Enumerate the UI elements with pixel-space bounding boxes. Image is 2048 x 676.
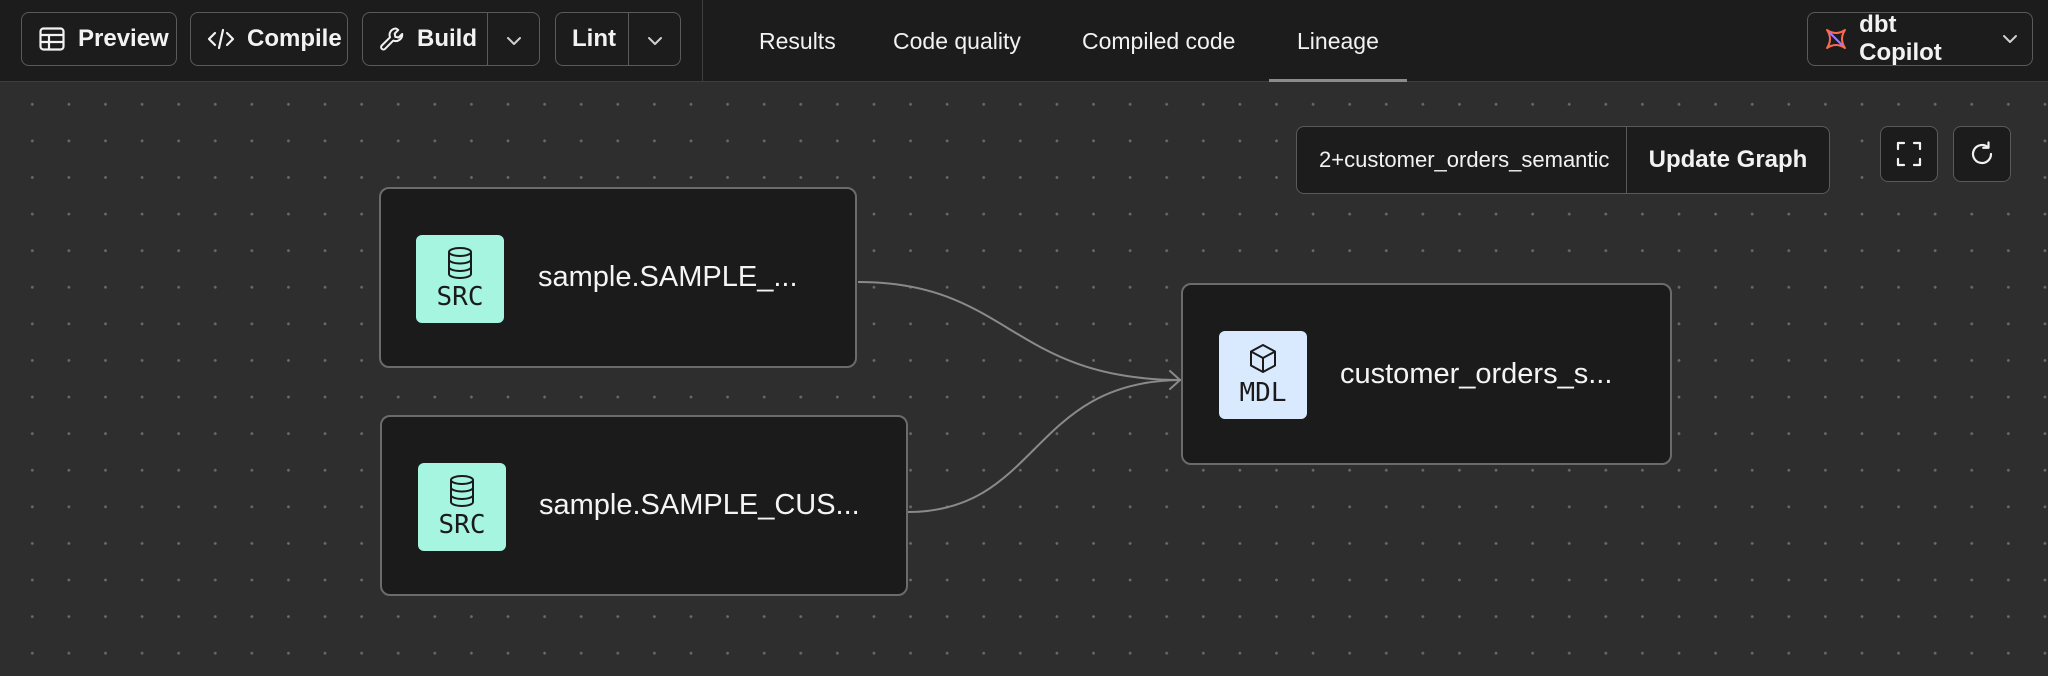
lineage-node-source[interactable]: SRC sample.SAMPLE_CUS... bbox=[380, 415, 908, 596]
build-button[interactable]: Build bbox=[363, 13, 487, 65]
tab-compiled-code[interactable]: Compiled code bbox=[1082, 27, 1236, 54]
fullscreen-icon bbox=[1896, 141, 1922, 167]
compile-button[interactable]: Compile bbox=[190, 12, 348, 66]
fullscreen-button[interactable] bbox=[1880, 126, 1938, 182]
tab-results[interactable]: Results bbox=[759, 27, 836, 54]
lint-button-group: Lint bbox=[555, 12, 681, 66]
dbt-logo-icon bbox=[1822, 25, 1849, 53]
badge-label: MDL bbox=[1239, 378, 1287, 408]
badge-label: SRC bbox=[436, 282, 484, 312]
node-label: sample.SAMPLE_... bbox=[538, 261, 798, 293]
build-dropdown-toggle[interactable] bbox=[487, 13, 540, 65]
graph-selector: 2+customer_orders_semantic Update Graph bbox=[1296, 126, 1830, 194]
wrench-icon bbox=[379, 25, 405, 53]
table-icon bbox=[38, 25, 66, 53]
graph-selector-input[interactable]: 2+customer_orders_semantic bbox=[1297, 127, 1627, 193]
node-label: customer_orders_s... bbox=[1340, 357, 1613, 390]
lint-button[interactable]: Lint bbox=[556, 13, 628, 65]
top-toolbar: Preview Compile Build Lint bbox=[0, 0, 2048, 82]
preview-button[interactable]: Preview bbox=[21, 12, 177, 66]
lineage-node-model[interactable]: MDL customer_orders_s... bbox=[1181, 283, 1672, 465]
tab-lineage[interactable]: Lineage bbox=[1269, 0, 1407, 82]
update-graph-button[interactable]: Update Graph bbox=[1648, 146, 1808, 173]
chevron-down-icon bbox=[506, 25, 522, 53]
lineage-edge bbox=[907, 379, 1183, 513]
chevron-down-icon bbox=[2002, 34, 2018, 44]
lineage-edges bbox=[857, 281, 1183, 513]
edge-arrowhead bbox=[1169, 370, 1181, 390]
dbt-copilot-label: dbt Copilot bbox=[1859, 11, 1942, 66]
lint-label: Lint bbox=[572, 25, 616, 52]
tab-code-quality[interactable]: Code quality bbox=[893, 27, 1021, 54]
lint-dropdown-toggle[interactable] bbox=[628, 13, 681, 65]
lineage-edge bbox=[857, 281, 1183, 381]
source-badge: SRC bbox=[418, 463, 506, 551]
node-label: sample.SAMPLE_CUS... bbox=[539, 489, 860, 521]
model-badge: MDL bbox=[1219, 331, 1307, 419]
cube-icon bbox=[1250, 344, 1276, 373]
chevron-down-icon bbox=[647, 25, 663, 53]
refresh-icon bbox=[1969, 141, 1995, 167]
toolbar-divider bbox=[702, 0, 703, 82]
preview-label: Preview bbox=[78, 25, 169, 52]
build-label: Build bbox=[417, 25, 477, 52]
database-icon bbox=[448, 247, 472, 279]
dbt-copilot-button[interactable]: dbt Copilot bbox=[1807, 11, 2033, 66]
badge-label: SRC bbox=[438, 510, 486, 540]
compile-label: Compile bbox=[247, 25, 342, 52]
database-icon bbox=[450, 475, 474, 507]
lineage-node-source[interactable]: SRC sample.SAMPLE_... bbox=[379, 187, 857, 368]
build-button-group: Build bbox=[362, 12, 540, 66]
source-badge: SRC bbox=[416, 235, 504, 323]
refresh-button[interactable] bbox=[1953, 126, 2011, 182]
code-icon bbox=[207, 25, 235, 53]
